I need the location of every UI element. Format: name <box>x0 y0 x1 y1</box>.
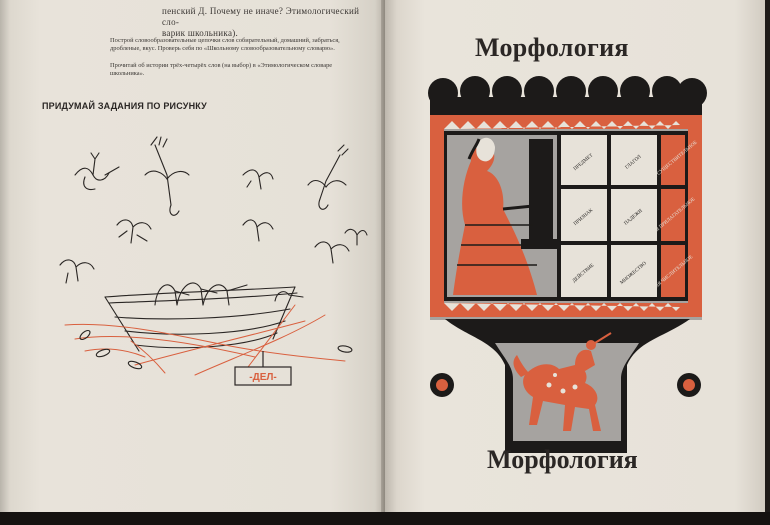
bird-drawing <box>59 259 95 284</box>
distaff-emblem: ПРЕДМЕТ ГЛАГОЛ ИМЯ СУЩЕСТВИТЕЛЬНОЕ ПРИЗН… <box>428 76 707 453</box>
bird-drawing <box>344 228 368 246</box>
exercise-paragraph-2: Прочитай об истории трёх-четырёх слов (н… <box>110 62 333 77</box>
page-title: Морфология <box>475 33 629 62</box>
reference-text: пенский Д. Почему не иначе? Этимологичес… <box>162 6 360 38</box>
bird-drawing <box>242 219 274 242</box>
book-bottom-edge <box>0 512 770 525</box>
storks-nest-illustration: -ДЕЛ- <box>59 136 368 386</box>
morphology-grid <box>561 135 685 297</box>
horse-rider-figure <box>513 332 612 431</box>
task-heading: ПРИДУМАЙ ЗАДАНИЯ ПО РИСУНКУ <box>42 101 207 111</box>
sign-board: -ДЕЛ- <box>234 351 292 386</box>
emblem-caption: Морфология <box>487 445 638 474</box>
side-ornament-right <box>677 373 701 397</box>
bird-drawing <box>307 144 349 210</box>
bird-drawing <box>74 152 120 191</box>
side-ornament-left <box>430 373 454 397</box>
nest-drawing <box>104 286 298 352</box>
bird-drawing <box>314 241 350 264</box>
bird-drawing <box>242 169 274 190</box>
left-page: пенский Д. Почему не иначе? Этимологичес… <box>0 0 385 515</box>
bird-drawing <box>144 136 190 216</box>
bird-drawing <box>116 219 152 244</box>
woman-figure <box>447 135 557 297</box>
exercise-paragraph-1: Построй словообразовательные цепочки сло… <box>110 37 340 52</box>
sign-label: -ДЕЛ- <box>249 372 276 383</box>
leaves-drawing <box>79 329 353 370</box>
